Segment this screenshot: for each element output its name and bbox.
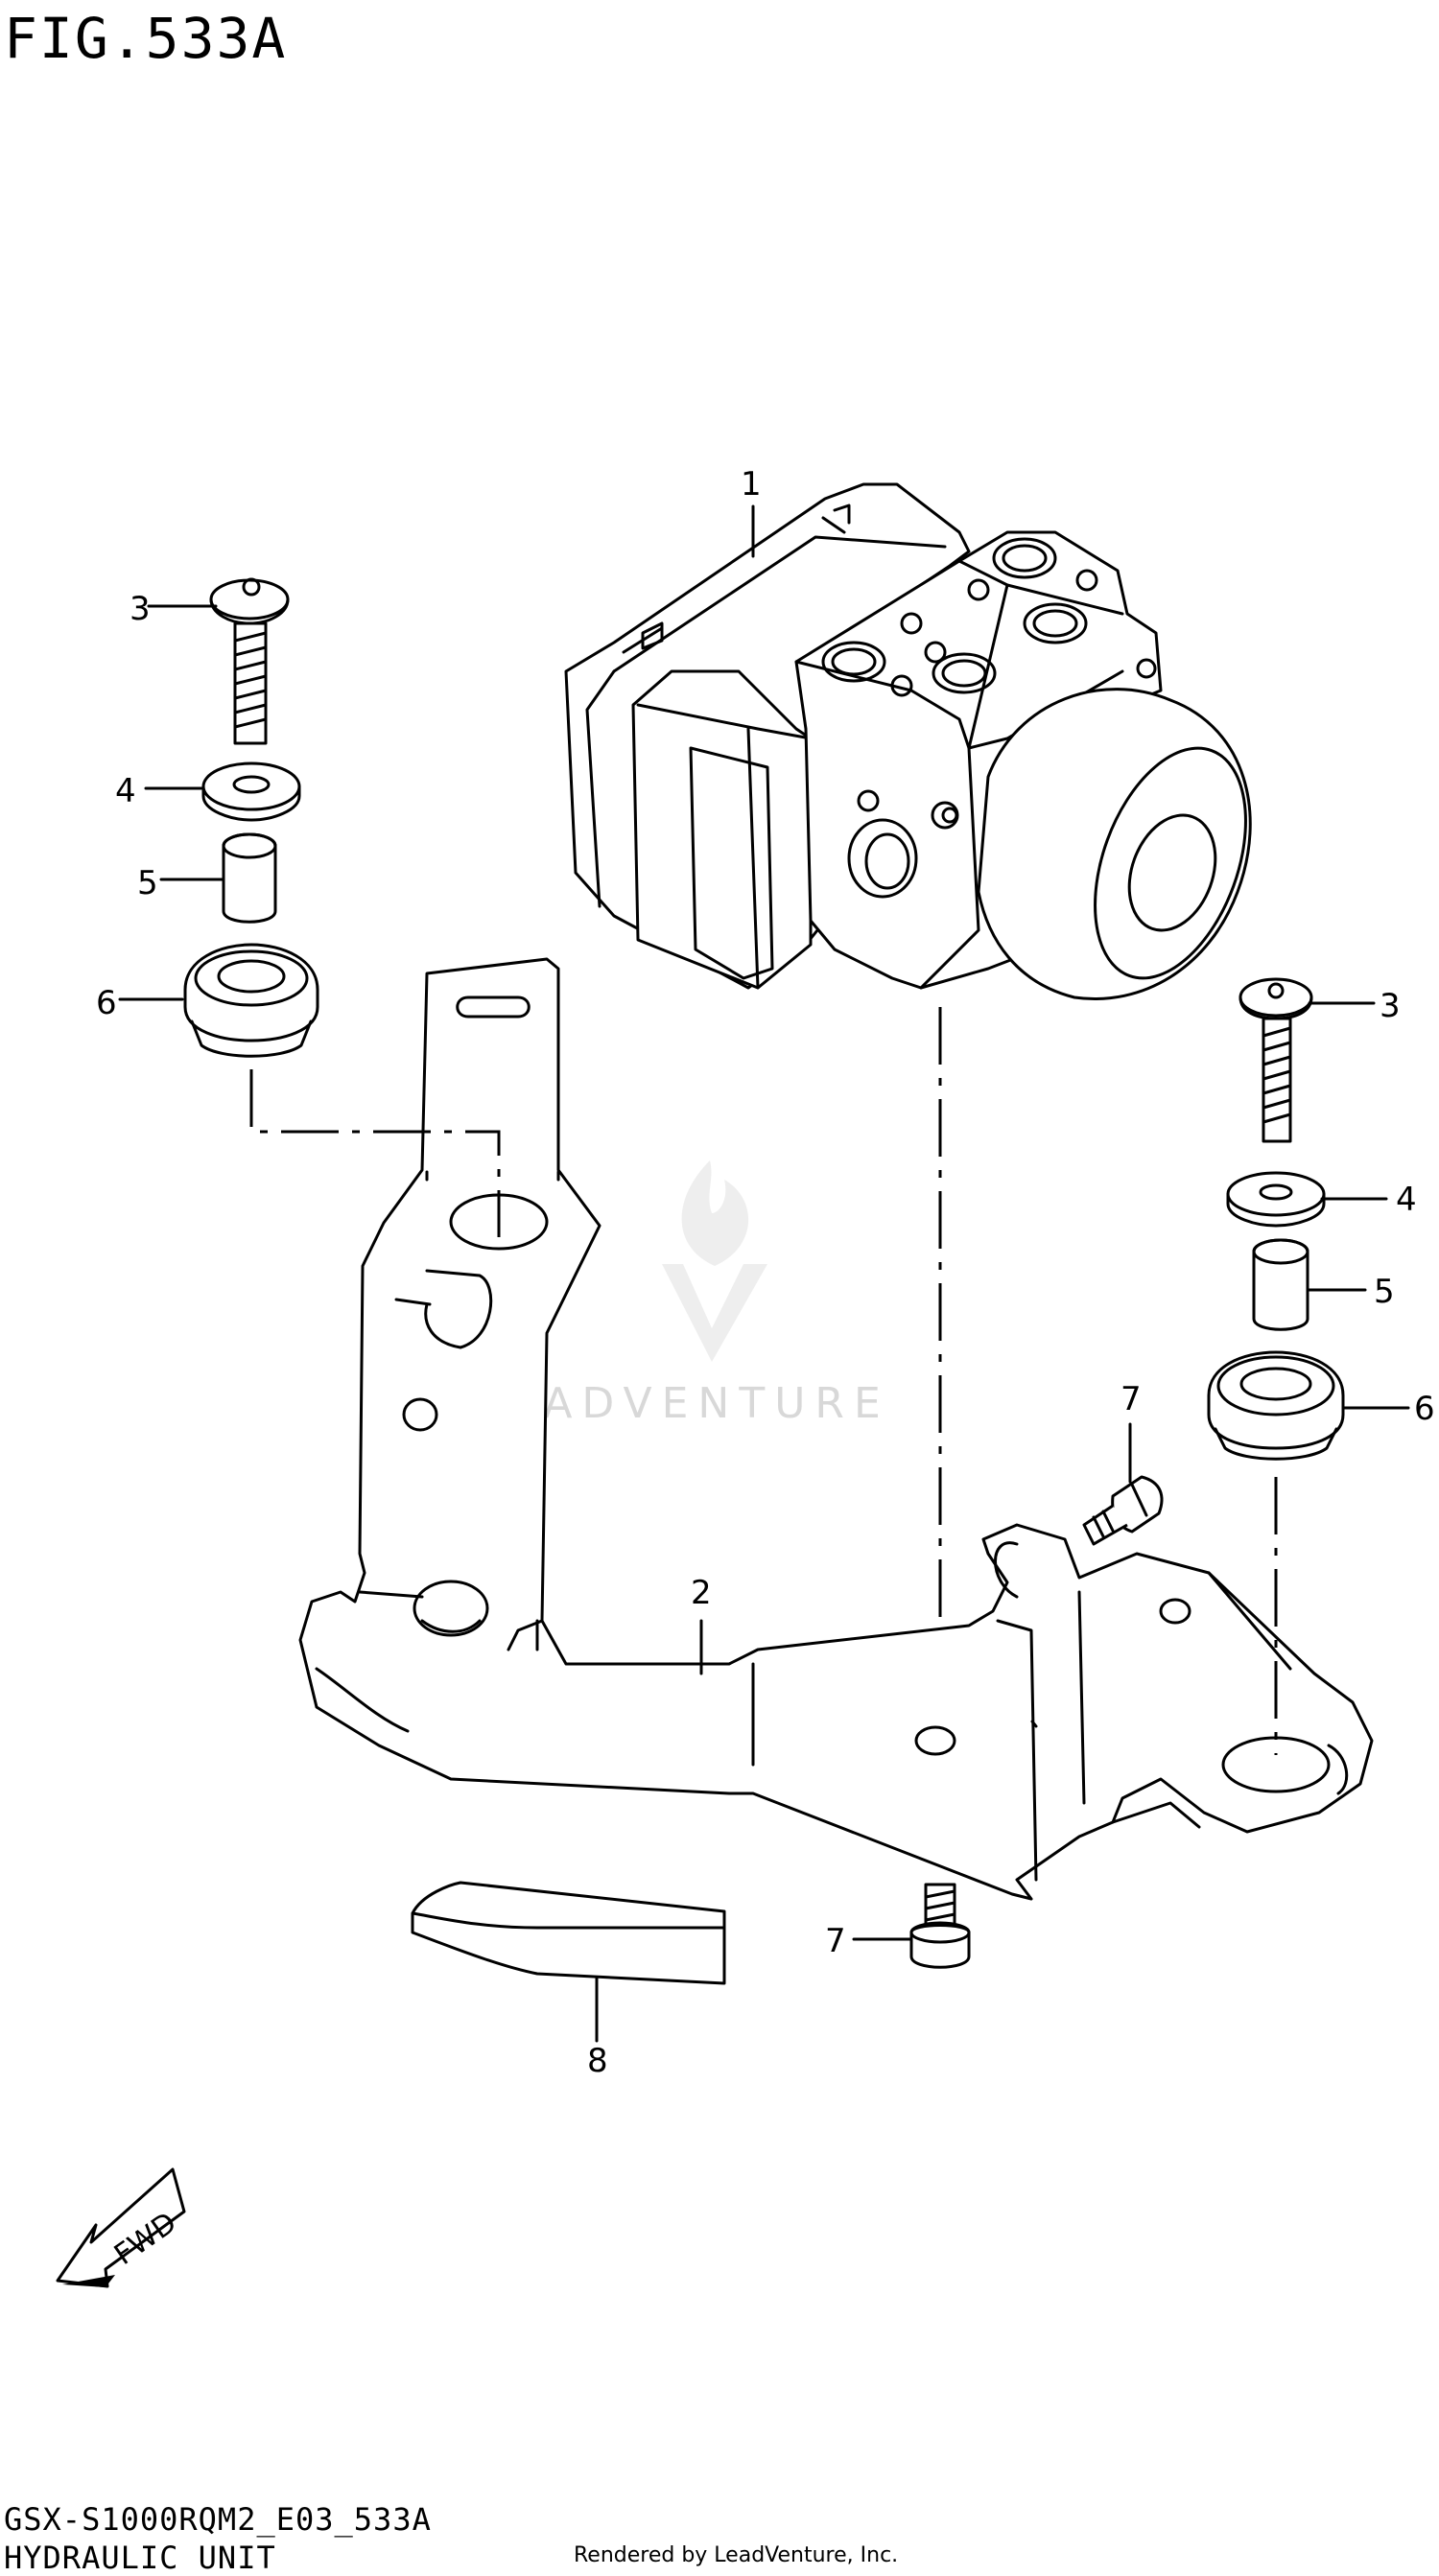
callout-8: 8 <box>587 2042 608 2080</box>
callout-7-upper: 7 <box>1121 1380 1142 1418</box>
right-washer-4 <box>1226 1171 1326 1228</box>
callout-6-right: 6 <box>1414 1390 1435 1428</box>
left-washer-4 <box>201 761 301 822</box>
left-collar-5 <box>222 832 277 924</box>
left-grommet-6 <box>183 943 319 1058</box>
callout-1: 1 <box>741 465 762 503</box>
callout-3-left: 3 <box>130 590 151 628</box>
bracket <box>298 957 1374 1901</box>
callout-5-right: 5 <box>1374 1273 1395 1311</box>
figure-title: FIG.533A <box>4 6 288 71</box>
figure-subtitle: HYDRAULIC UNIT <box>4 2540 276 2576</box>
callout-6-left: 6 <box>96 984 117 1022</box>
callout-5-left: 5 <box>137 864 158 902</box>
right-grommet-6 <box>1207 1350 1345 1461</box>
lower-bolt-7 <box>909 1883 971 1969</box>
hydraulic-unit <box>564 482 1252 1000</box>
callout-7-lower: 7 <box>825 1922 846 1960</box>
right-bolt-3 <box>1238 977 1313 1143</box>
model-code: GSX-S1000RQM2_E03_533A <box>4 2501 432 2538</box>
cover-8 <box>411 1881 726 1985</box>
render-credit: Rendered by LeadVenture, Inc. <box>574 2543 899 2567</box>
callout-4-right: 4 <box>1396 1181 1417 1219</box>
alignment-line-left <box>249 1069 501 1237</box>
left-bolt-3 <box>209 577 290 745</box>
fwd-arrow-icon <box>56 2167 186 2288</box>
upper-bolt-7 <box>1082 1475 1164 1546</box>
right-collar-5 <box>1252 1238 1309 1331</box>
callout-3-right: 3 <box>1380 987 1401 1025</box>
callout-2: 2 <box>691 1574 712 1612</box>
watermark-logo <box>662 1160 767 1362</box>
callout-4-left: 4 <box>115 772 136 810</box>
